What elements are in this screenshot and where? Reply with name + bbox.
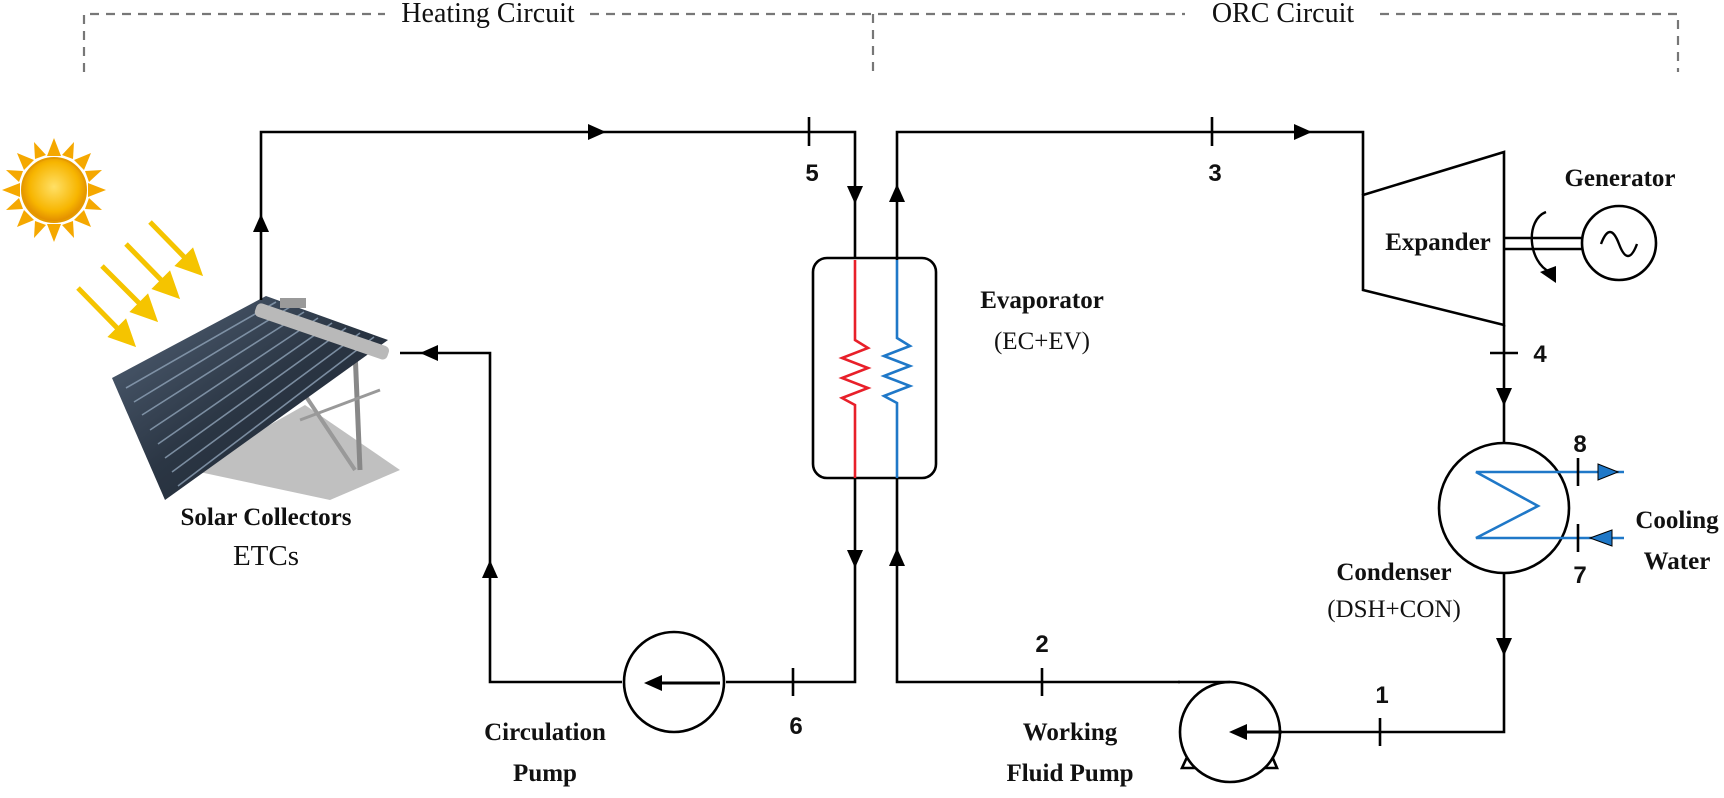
state-point-2: 2: [1035, 631, 1048, 658]
pump-arrow-icon: [644, 675, 662, 691]
ac-sine-icon: [1599, 230, 1639, 258]
flow-arrow-icon: [1294, 124, 1312, 140]
heating-circuit-pipes: [259, 130, 857, 684]
cooling-water-label-line2: Water: [1644, 548, 1711, 575]
solar-collectors-label: Solar Collectors: [180, 504, 351, 531]
flow-arrow-icon: [253, 214, 269, 232]
flow-arrow-icon: [588, 124, 606, 140]
heating-circuit-label: Heating Circuit: [401, 0, 575, 29]
state-point-3: 3: [1208, 160, 1221, 187]
condenser: [1437, 441, 1624, 575]
expander-label: Expander: [1385, 229, 1491, 256]
section-brackets: Heating Circuit ORC Circuit: [82, 0, 1680, 72]
cooling-water-in-arrow-icon: [1588, 529, 1613, 547]
flow-arrow-icon: [420, 345, 438, 361]
generator-label: Generator: [1564, 165, 1675, 192]
flow-arrow-icon: [847, 550, 863, 568]
state-point-ticks: [791, 117, 1580, 746]
working-fluid-pump-label-line2: Fluid Pump: [1006, 760, 1133, 787]
circulation-pump-to-collector-pipe: [400, 351, 622, 684]
hot-return-pipe: [726, 478, 857, 684]
cooling-water-label-line1: Cooling: [1635, 507, 1719, 534]
flow-arrow-icon: [889, 184, 905, 202]
flow-arrow-icon: [482, 560, 498, 578]
evaporator-parts-label: (EC+EV): [994, 328, 1090, 355]
flow-arrow-icon: [847, 186, 863, 204]
condensate-pipe: [1280, 573, 1506, 734]
condenser-parts-label: (DSH+CON): [1327, 596, 1461, 623]
condenser-coil: [1475, 470, 1624, 540]
etcs-label: ETCs: [233, 540, 299, 572]
state-point-7: 7: [1573, 562, 1586, 589]
circulation-pump: [622, 630, 726, 734]
state-point-6: 6: [789, 713, 802, 740]
sun-icon: [2, 138, 106, 242]
hot-supply-pipe: [259, 130, 857, 300]
vapor-pipe: [895, 130, 1365, 260]
flow-arrow-icon: [1496, 388, 1512, 406]
flow-arrow-icon: [889, 548, 905, 566]
state-point-4: 4: [1533, 341, 1547, 368]
evaporator-label: Evaporator: [980, 287, 1104, 314]
state-point-8: 8: [1573, 431, 1586, 458]
orc-circuit-label: ORC Circuit: [1212, 0, 1355, 29]
circulation-pump-label-line1: Circulation: [484, 719, 606, 746]
orc-flow-arrows: [889, 124, 1512, 656]
state-point-1: 1: [1375, 682, 1388, 709]
flow-arrow-icon: [1496, 638, 1512, 656]
state-point-5: 5: [805, 160, 818, 187]
heating-flow-arrows: [253, 124, 863, 578]
condenser-label: Condenser: [1336, 559, 1451, 586]
pump-discharge-pipe: [895, 478, 1180, 684]
cold-side-coil: [880, 260, 914, 478]
working-fluid-pump-label-line1: Working: [1023, 719, 1118, 746]
circulation-pump-label-line2: Pump: [513, 760, 577, 787]
cooling-water-out-arrow-icon: [1597, 463, 1620, 481]
evaporator: [811, 256, 938, 480]
pump-arrow-icon: [1229, 724, 1247, 740]
working-fluid-pump: [1178, 680, 1282, 784]
sun-rays-icon: [76, 220, 204, 348]
generator: [1580, 204, 1658, 282]
hot-side-coil: [838, 260, 872, 478]
expander: [1361, 150, 1582, 327]
rotation-arrow-icon: [1530, 210, 1551, 274]
solar-collector-image: [112, 296, 400, 500]
